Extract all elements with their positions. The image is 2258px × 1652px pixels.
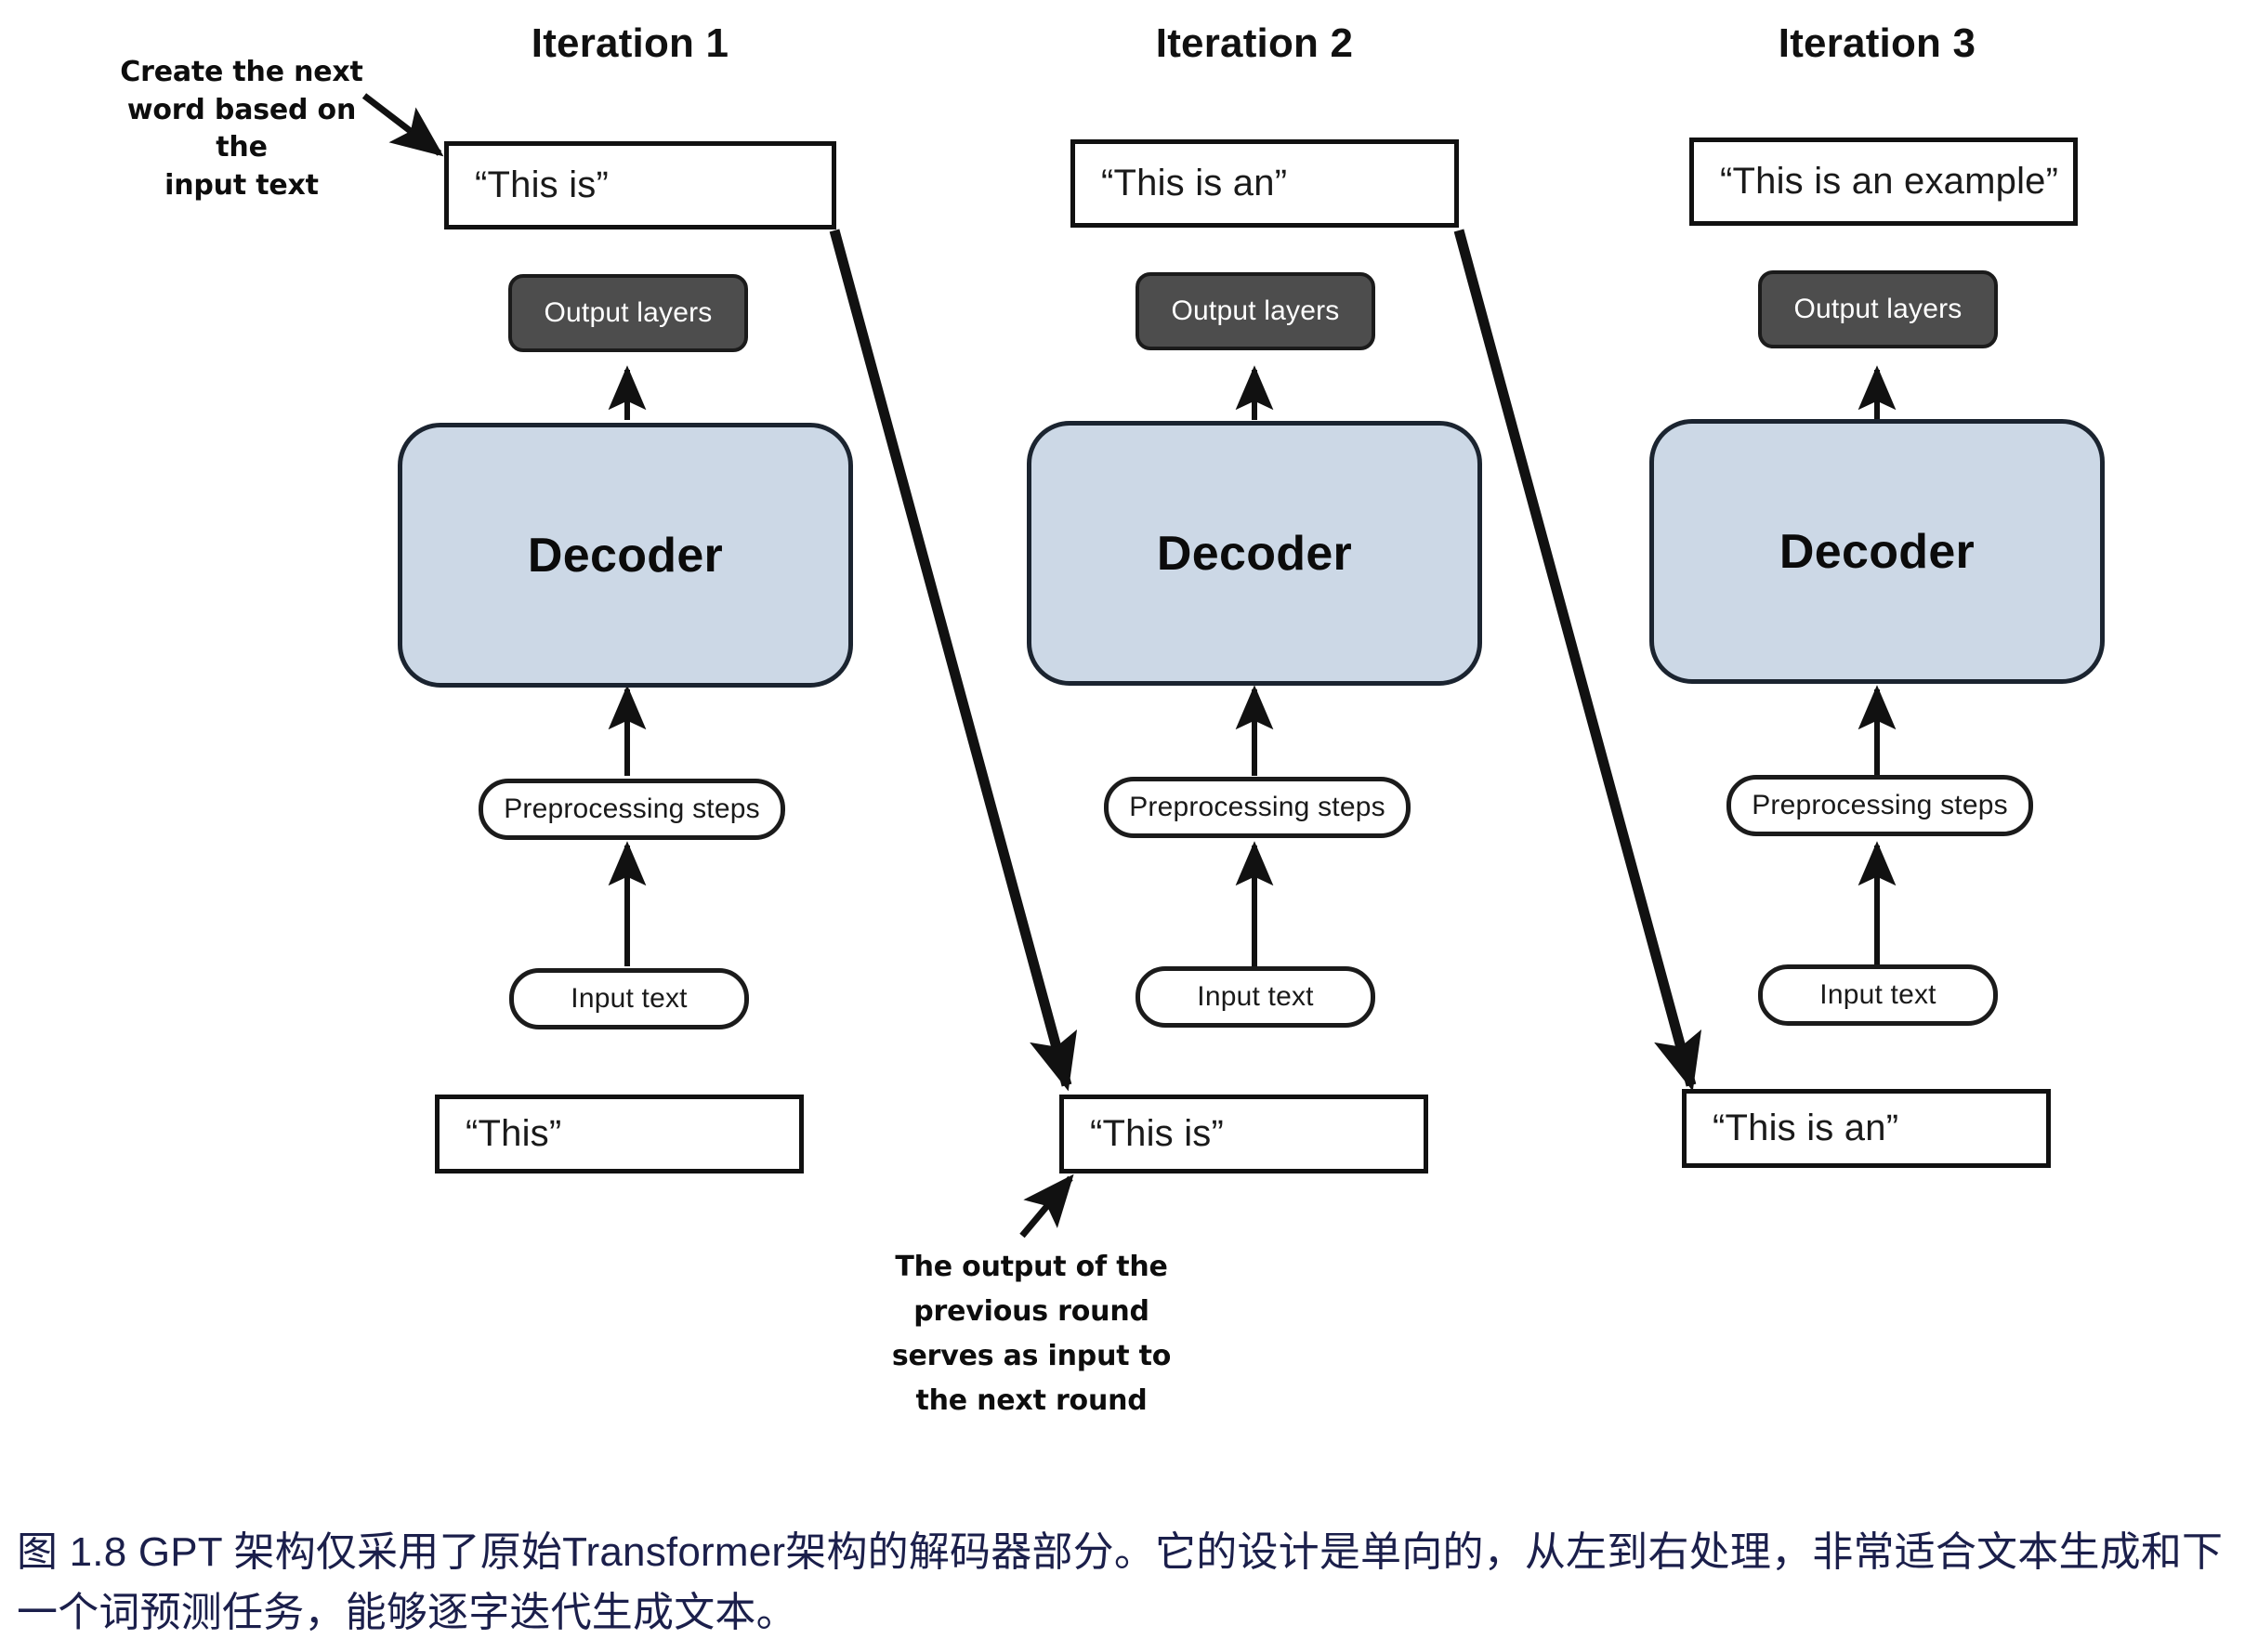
input-text-box-2: Input text — [1136, 966, 1375, 1028]
preprocessing-box-1: Preprocessing steps — [479, 779, 785, 840]
output-textbox-1: “This is” — [444, 141, 836, 229]
figure-caption: 图 1.8 GPT 架构仅采用了原始Transformer架构的解码器部分。它的… — [17, 1529, 2224, 1636]
preprocessing-box-2: Preprocessing steps — [1104, 777, 1411, 838]
decoder-box-1: Decoder — [398, 423, 853, 688]
annotation-previous-round-output: The output of the previous round serves … — [891, 1251, 1172, 1417]
arrow-annotation-previous-round — [1019, 1173, 1074, 1239]
input-textbox-1: “This” — [435, 1095, 804, 1173]
decoder-box-3: Decoder — [1649, 419, 2105, 684]
output-textbox-3: “This is an example” — [1689, 138, 2078, 226]
output-layers-box-3: Output layers — [1758, 270, 1998, 348]
iteration-title-1: Iteration 1 — [531, 20, 729, 66]
input-text-box-3: Input text — [1758, 964, 1998, 1026]
iteration-title-3: Iteration 3 — [1778, 20, 1976, 66]
input-textbox-2: “This is” — [1059, 1095, 1428, 1173]
iteration-title-2: Iteration 2 — [1155, 20, 1354, 66]
output-textbox-2: “This is an” — [1070, 139, 1459, 228]
output-layers-box-2: Output layers — [1136, 272, 1375, 350]
preprocessing-box-3: Preprocessing steps — [1726, 775, 2033, 836]
input-text-box-1: Input text — [509, 968, 749, 1029]
decoder-box-2: Decoder — [1027, 421, 1482, 686]
annotation-create-next-word: Create the next word based on the input … — [120, 56, 363, 202]
input-textbox-3: “This is an” — [1682, 1089, 2051, 1168]
output-layers-box-1: Output layers — [508, 274, 748, 352]
